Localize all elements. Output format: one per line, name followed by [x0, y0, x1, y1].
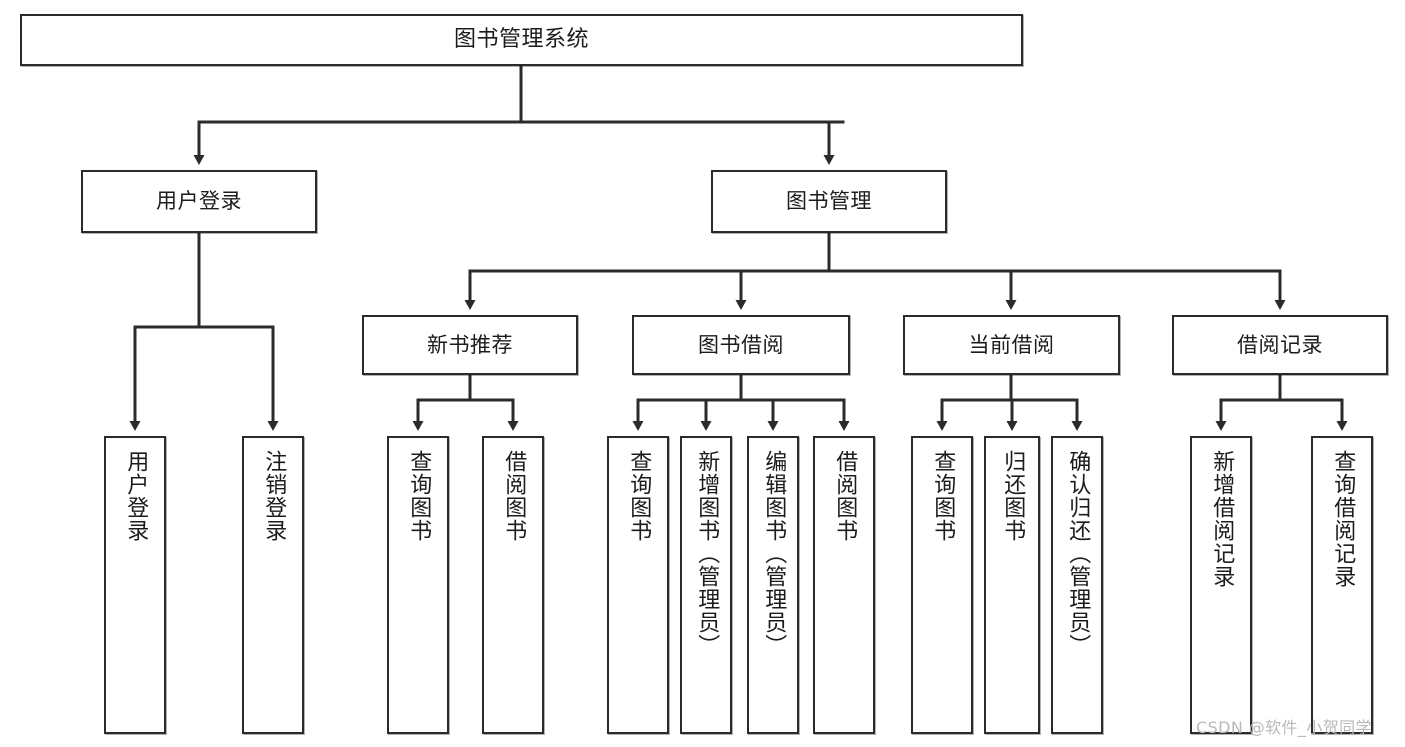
node-book-borrow[interactable]: 图书借阅: [632, 315, 850, 375]
node-query-book-3-label: 查询图书: [930, 450, 956, 542]
node-user-login-leaf[interactable]: 用户登录: [104, 436, 166, 734]
node-root[interactable]: 图书管理系统: [20, 14, 1023, 66]
node-add-borrow-record[interactable]: 新增借阅记录: [1190, 436, 1252, 734]
node-query-borrow-record-label: 查询借阅记录: [1330, 450, 1356, 588]
node-logout-leaf-label: 注销登录: [261, 450, 287, 542]
node-edit-book-admin-label: 编辑图书（管理员）: [761, 450, 787, 657]
node-user-login[interactable]: 用户登录: [81, 170, 317, 233]
node-new-book-recommend[interactable]: 新书推荐: [362, 315, 578, 375]
node-borrow-book-1-label: 借阅图书: [501, 450, 527, 542]
csdn-watermark: CSDN @软件_小贺同学: [1196, 718, 1372, 737]
node-borrow-record[interactable]: 借阅记录: [1172, 315, 1388, 375]
node-user-login-label: 用户登录: [156, 189, 242, 214]
node-return-book-label: 归还图书: [1000, 450, 1026, 542]
node-book-borrow-label: 图书借阅: [698, 332, 784, 357]
node-logout-leaf[interactable]: 注销登录: [242, 436, 304, 734]
node-return-book[interactable]: 归还图书: [984, 436, 1040, 734]
node-add-book-admin[interactable]: 新增图书（管理员）: [680, 436, 732, 734]
node-current-borrow[interactable]: 当前借阅: [903, 315, 1120, 375]
node-borrow-record-label: 借阅记录: [1237, 332, 1323, 357]
node-borrow-book-2-label: 借阅图书: [832, 450, 858, 542]
node-user-login-leaf-label: 用户登录: [123, 450, 149, 542]
node-borrow-book-2[interactable]: 借阅图书: [813, 436, 875, 734]
node-edit-book-admin[interactable]: 编辑图书（管理员）: [747, 436, 799, 734]
node-query-book-2-label: 查询图书: [626, 450, 652, 542]
node-book-manage[interactable]: 图书管理: [711, 170, 947, 233]
node-current-borrow-label: 当前借阅: [968, 332, 1055, 357]
node-borrow-book-1[interactable]: 借阅图书: [482, 436, 544, 734]
node-confirm-return-admin-label: 确认归还（管理员）: [1065, 450, 1091, 657]
node-add-book-admin-label: 新增图书（管理员）: [694, 450, 720, 657]
node-query-book-3[interactable]: 查询图书: [911, 436, 973, 734]
node-book-manage-label: 图书管理: [786, 189, 872, 214]
node-root-label: 图书管理系统: [453, 27, 589, 53]
node-confirm-return-admin[interactable]: 确认归还（管理员）: [1051, 436, 1103, 734]
node-new-book-recommend-label: 新书推荐: [427, 332, 513, 357]
node-query-book-1[interactable]: 查询图书: [387, 436, 449, 734]
node-add-borrow-record-label: 新增借阅记录: [1209, 450, 1235, 588]
node-query-book-2[interactable]: 查询图书: [607, 436, 669, 734]
node-query-borrow-record[interactable]: 查询借阅记录: [1311, 436, 1373, 734]
node-query-book-1-label: 查询图书: [406, 450, 432, 542]
